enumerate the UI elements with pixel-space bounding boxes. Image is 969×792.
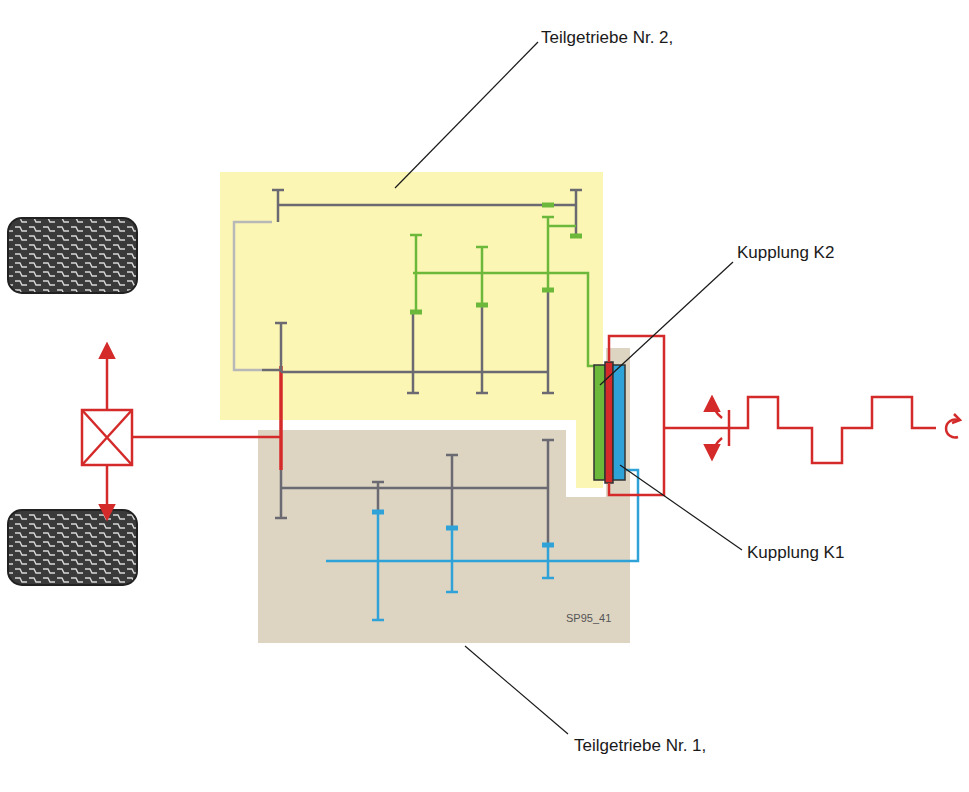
engine-crankshaft [609,336,960,495]
subgearbox-2-shafts-part-part [481,305,484,393]
subgearbox-1-shafts-part-part [542,439,554,442]
callout-label: Teilgetriebe Nr. 2, [541,28,673,48]
subgearbox-2-shafts-part-part [275,322,287,325]
subgearbox-1-region [258,348,630,643]
subgearbox-2-shafts-part-part [412,312,415,393]
subgearbox-2-shafts-part-part [272,189,284,192]
subgearbox-2-shafts-part-part [476,303,488,308]
subgearbox-2-shafts-part-part [415,235,418,312]
subgearbox-1-shafts-part-part [275,517,287,520]
subgearbox-2-shafts-part-part [570,189,582,192]
subgearbox-2-shafts-part-part [542,216,554,219]
subgearbox-2-shafts-part [410,205,582,312]
subgearbox-1-shafts-part [372,512,554,545]
subgearbox-1-shafts-part-part [451,455,454,528]
tire [8,218,137,293]
subgearbox-2-shafts-part-part [281,371,548,374]
subgearbox-2-shafts-part-part [476,392,488,395]
clutch-k1-disc [613,365,625,480]
callout-label: Teilgetriebe Nr. 1, [574,736,706,756]
figure-code: SP95_41 [566,612,611,625]
subgearbox-2-shafts-part-part [542,392,554,395]
differential-part [106,345,109,410]
engine-crankshaft-part [952,414,960,423]
subgearbox-2-shafts-part-part [278,204,576,207]
subgearbox-1-shafts-part-part [281,487,548,490]
subgearbox-1-shafts-part [275,440,554,545]
differential-part [132,436,281,439]
subgearbox-2-shafts-part-part [277,190,280,222]
subgearbox-2-shafts-part-part [548,225,576,228]
callout-label: Kupplung K2 [737,243,834,263]
subgearbox-2-shafts-part-part [410,310,422,315]
subgearbox-1-shafts-part-part [372,619,384,622]
subgearbox-2-shafts-part-part [481,247,484,305]
leader-lines-part [620,465,742,550]
subgearbox-2-shafts-part-part [547,290,550,393]
subgearbox-1-shafts-part [326,470,638,620]
subgearbox-1-shafts-part-part [542,577,554,580]
subgearbox-2-shafts-part-part [542,203,554,208]
subgearbox-2-shafts-part-part [410,234,422,237]
clutch-housing-disc [605,362,613,483]
engine-crankshaft-part [728,410,731,446]
subgearbox-1-shafts-part-part [542,543,554,548]
subgearbox-2-shafts-part-part [547,217,550,290]
differential-part [82,410,132,465]
differential-part [82,410,132,465]
leader-lines-part [465,646,568,734]
differential-part [82,410,132,465]
subgearbox-1-shafts-part-part [377,482,380,512]
subgearbox-2-shafts-part [234,222,272,370]
wheels [8,218,137,585]
subgearbox-1-shafts-part-part [377,512,380,620]
subgearbox-1-shafts [275,440,638,620]
subgearbox-2-shafts-part-part [413,273,595,366]
subgearbox-2-shafts-part [262,369,281,372]
subgearbox-2-shafts-part-part [570,234,582,239]
callout-label: Kupplung K1 [747,543,844,563]
subgearbox-2-shafts [234,190,595,393]
subgearbox-1-shafts-part-part [372,481,384,484]
leader-lines [395,42,742,734]
subgearbox-1-shafts-part-part [451,528,454,592]
tire [8,510,137,585]
leader-lines-part [395,42,538,188]
engine-crankshaft-part [609,336,664,495]
subgearbox-2-shafts-part-part [476,246,488,249]
subgearbox-2-shafts-part-part [575,190,578,236]
engine-crankshaft-part [712,438,722,458]
gear-housing-regions [220,172,630,643]
subgearbox-2-shafts-part [272,190,582,393]
engine-crankshaft-part [712,398,722,418]
subgearbox-2-shafts-part-part [407,392,419,395]
subgearbox-1-shafts-part-part [547,440,550,545]
subgearbox-2-shafts-part-part [542,288,554,293]
leader-lines-part [600,262,733,385]
subgearbox-2-shafts-part-part [280,323,283,372]
subgearbox-1-shafts-part-part [326,470,638,561]
differential-part [106,465,109,518]
subgearbox-1-shafts-part-part [372,510,384,515]
subgearbox-1-shafts-part-part [547,545,550,578]
differential-part [279,366,283,470]
subgearbox-1-shafts-part-part [446,526,458,531]
subgearbox-1-shafts-part-part [446,454,458,457]
engine-crankshaft-part [664,397,936,463]
subgearbox-1-shafts-part-part [280,470,283,518]
subgearbox-2-shafts-part [410,217,595,366]
subgearbox-1-shafts-part-part [446,591,458,594]
